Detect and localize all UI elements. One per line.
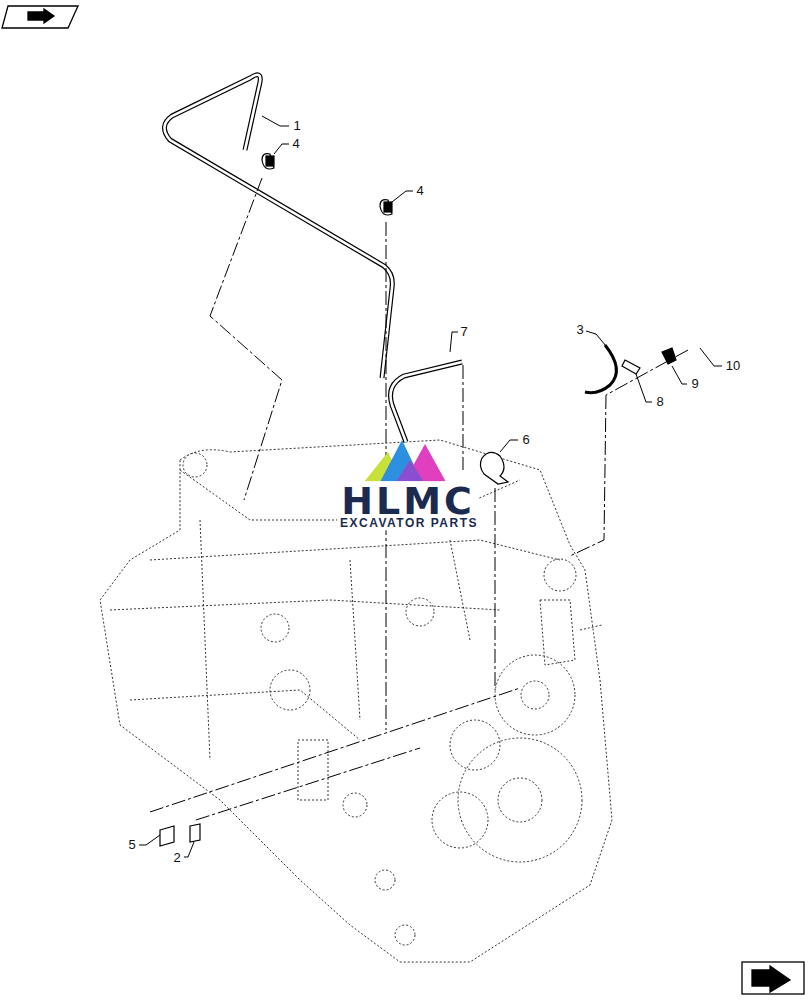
callout-number: 2 xyxy=(171,851,182,865)
callout-number: 4 xyxy=(414,184,425,198)
corner-icon xyxy=(2,6,804,994)
callout-number: 4 xyxy=(290,137,301,151)
callout-number: 1 xyxy=(291,119,302,133)
callout-number: 10 xyxy=(724,359,742,373)
leader-line xyxy=(139,116,722,857)
callout-number: 5 xyxy=(126,838,137,852)
callout-number: 3 xyxy=(574,323,585,337)
callout-number: 8 xyxy=(654,395,665,409)
callout-number: 7 xyxy=(458,325,469,339)
callout-number: 9 xyxy=(689,377,700,391)
engine-outline xyxy=(100,440,612,962)
callout-number: 6 xyxy=(520,433,531,447)
pipe xyxy=(164,75,462,442)
center-line xyxy=(150,178,688,820)
clip-parts xyxy=(160,154,676,846)
logo-mark xyxy=(364,440,446,482)
watermark: EXCAVATOR PARTS xyxy=(338,517,480,530)
